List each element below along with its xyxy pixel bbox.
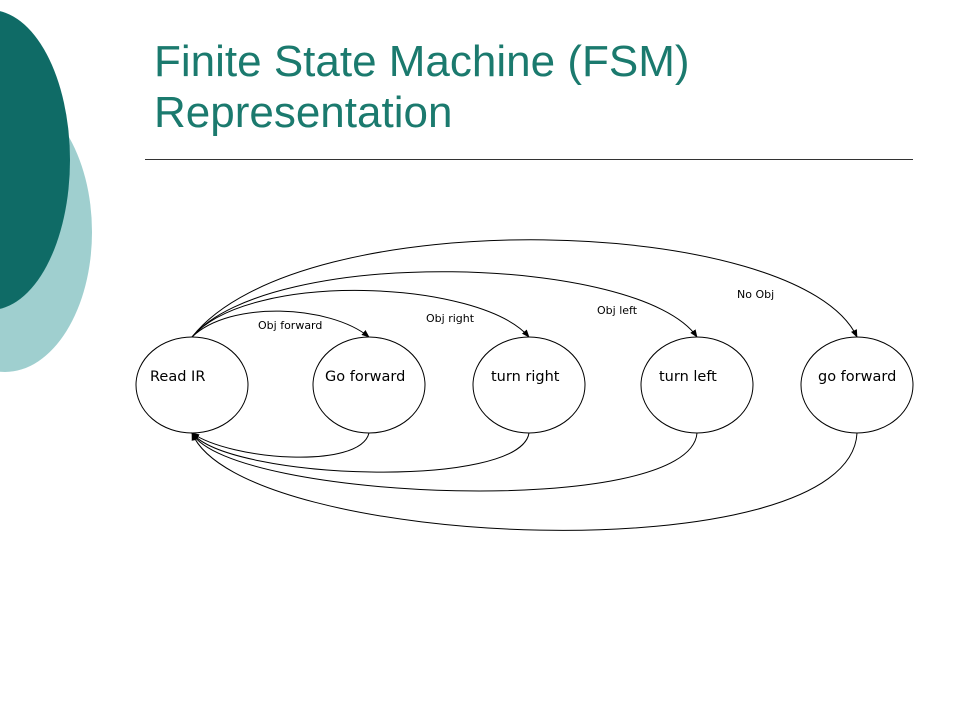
state-go-forward-2 (800, 336, 914, 434)
title-divider (145, 159, 913, 160)
state-read-ir (135, 336, 249, 434)
edge-label-no-obj: No Obj (737, 288, 774, 301)
dark-teal-circle (0, 11, 70, 309)
edge-return-go-forward-2 (191, 432, 858, 531)
decorative-circles (0, 11, 92, 372)
edge-return-go-forward (191, 432, 370, 458)
edge-obj-forward (191, 310, 370, 338)
state-go-forward (312, 336, 426, 434)
state-turn-left (640, 336, 754, 434)
state-label-turn-left: turn left (659, 369, 717, 385)
state-label-turn-right: turn right (491, 369, 560, 385)
state-label-go-forward-2: go forward (818, 369, 896, 385)
edge-obj-left (191, 271, 698, 338)
edge-label-obj-left: Obj left (597, 304, 638, 317)
edge-return-turn-right (191, 432, 530, 473)
title-line-2: Representation (154, 88, 453, 137)
state-turn-right (472, 336, 586, 434)
edge-no-obj (191, 239, 858, 338)
edge-label-obj-forward: Obj forward (258, 319, 322, 332)
edge-label-obj-right: Obj right (426, 312, 475, 325)
state-label-go-forward: Go forward (325, 369, 405, 385)
slide-title: Finite State Machine (FSM) Representatio… (154, 36, 934, 138)
state-label-read-ir: Read IR (150, 369, 205, 385)
title-line-1: Finite State Machine (FSM) (154, 37, 690, 86)
edge-return-turn-left (191, 432, 698, 492)
edge-obj-right (191, 290, 530, 338)
